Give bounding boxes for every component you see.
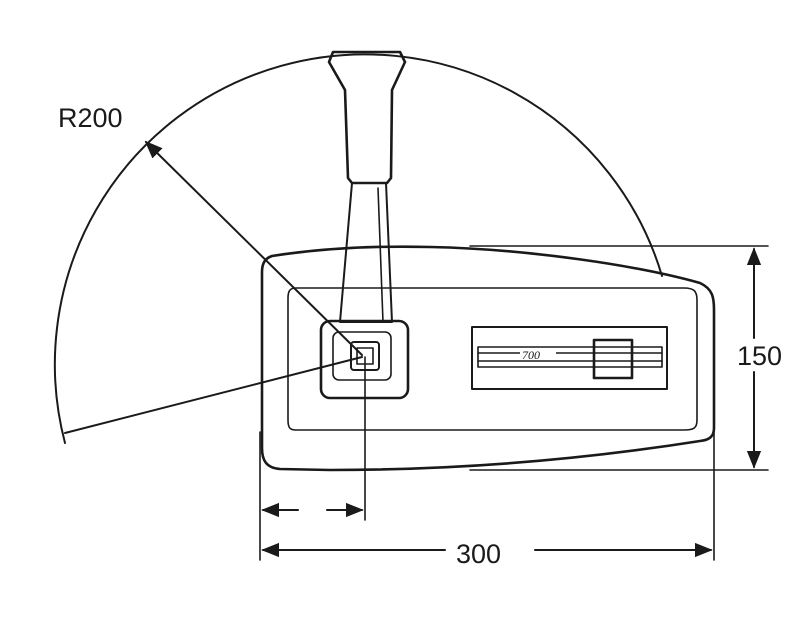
radius-lower-line — [64, 356, 363, 434]
lever-shaft-center-line — [377, 187, 384, 323]
slider-logo-bg — [520, 348, 556, 360]
control-housing-outer — [260, 245, 716, 472]
slider-logo: 700 — [522, 348, 540, 362]
height-label: 150 — [737, 341, 782, 371]
width-label: 300 — [456, 539, 501, 569]
pivot-hub-middle — [332, 331, 392, 381]
lever-shaft — [339, 182, 393, 323]
radius-label: R200 — [58, 103, 123, 133]
swing-radius-arc — [53, 53, 663, 444]
control-face-panel — [287, 287, 698, 431]
slider-frame — [471, 326, 668, 390]
slider-knob — [592, 338, 634, 380]
radius-arrow-line — [144, 140, 363, 356]
slider-track — [477, 346, 663, 368]
lever-handle — [327, 50, 407, 185]
